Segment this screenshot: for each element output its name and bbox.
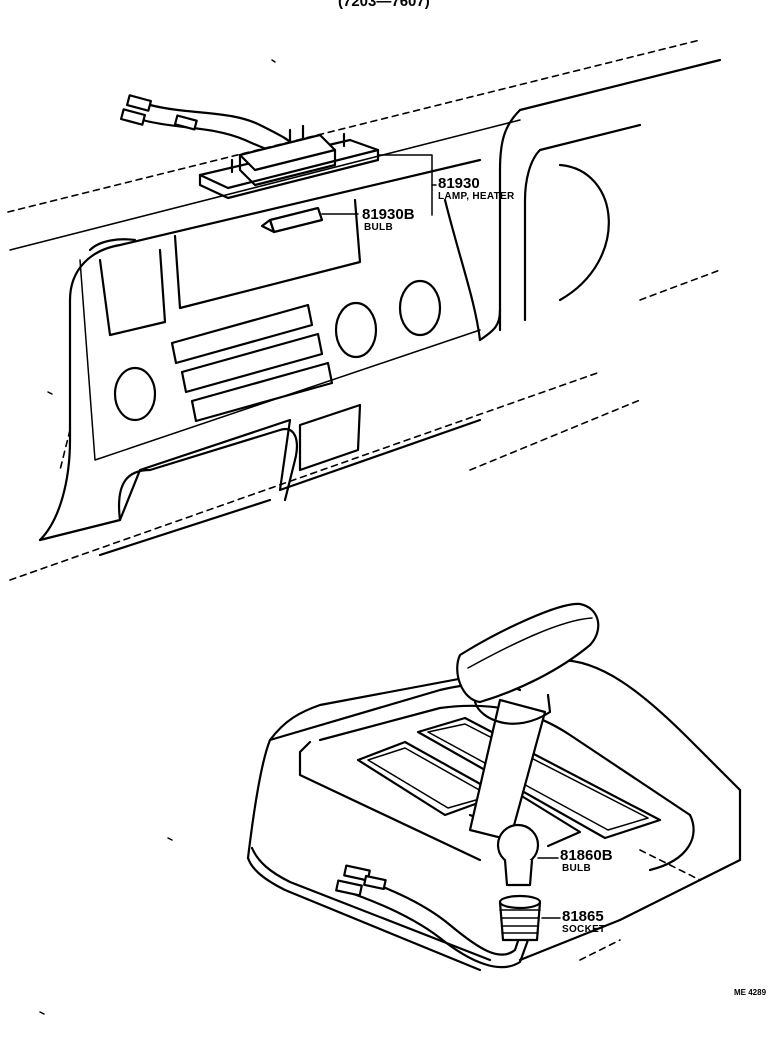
callout-81930-number: 81930 xyxy=(438,175,480,192)
header-code: (7203—7607) xyxy=(338,0,430,10)
callout-81930b-number: 81930B xyxy=(362,206,415,223)
socket-81865 xyxy=(335,864,561,969)
callout-81865-number: 81865 xyxy=(562,908,604,925)
bulb-81930b xyxy=(260,206,359,234)
callout-81865-name: SOCKET xyxy=(562,924,605,935)
callout-81930-name: LAMP, HEATER xyxy=(438,191,515,202)
callout-81860b-name: BULB xyxy=(562,863,591,874)
callout-81930b-name: BULB xyxy=(364,222,393,233)
callout-81860b-number: 81860B xyxy=(560,847,613,864)
heater-lamp-assembly xyxy=(119,94,380,200)
dashboard-drawing xyxy=(7,39,722,581)
leader-81930 xyxy=(377,154,437,216)
shift-console-drawing xyxy=(246,602,742,972)
bulb-81860b xyxy=(496,823,559,887)
figure-code: ME 4289 xyxy=(734,988,767,997)
